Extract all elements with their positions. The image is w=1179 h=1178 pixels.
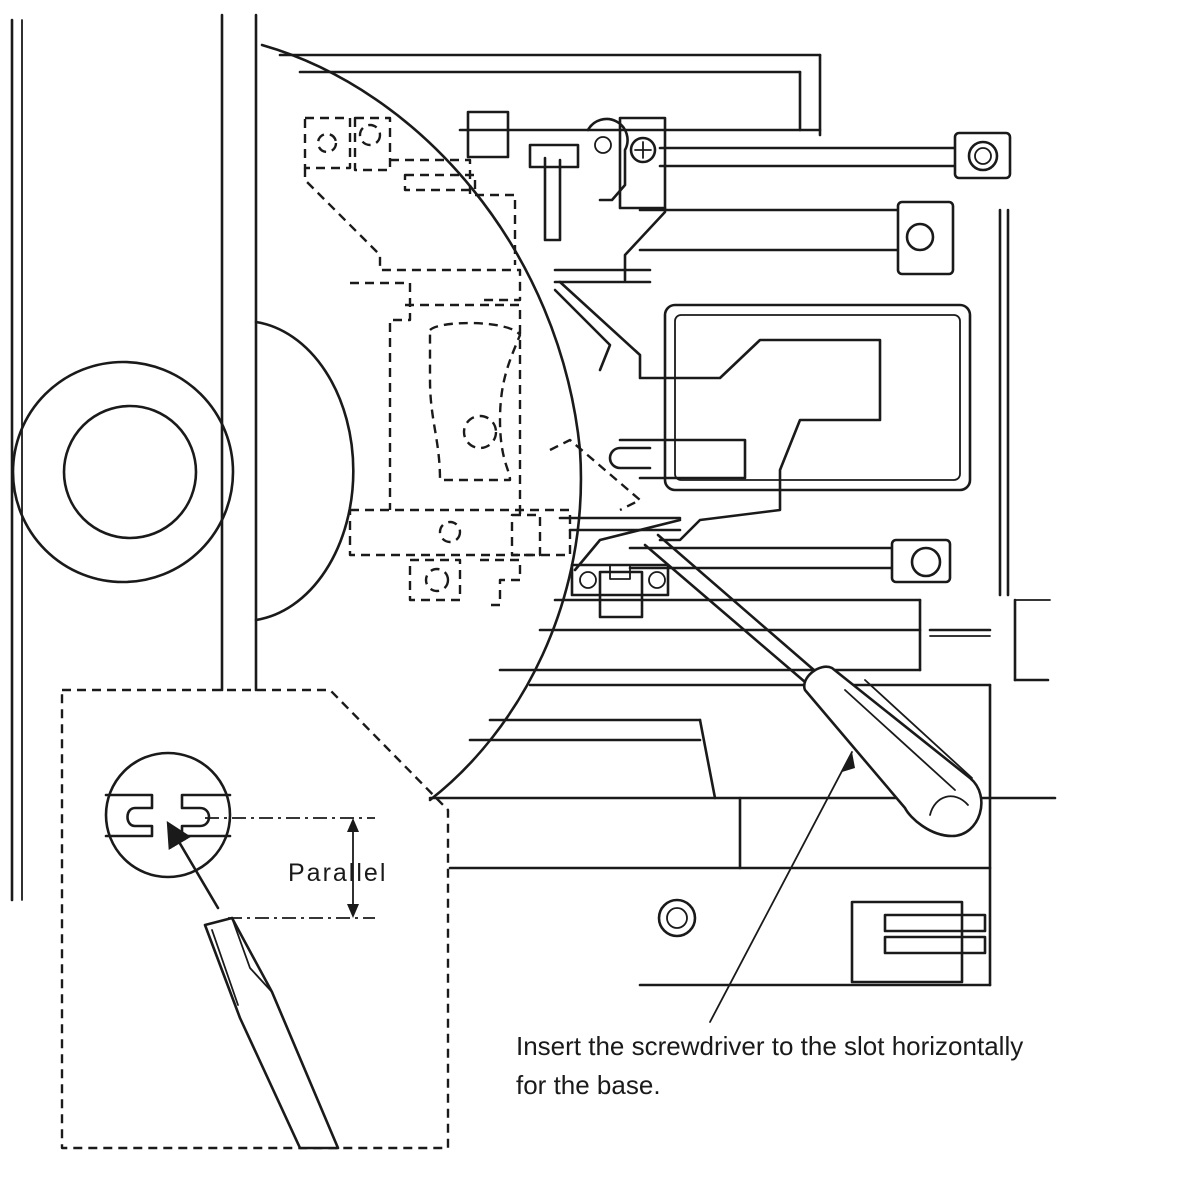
top-bracket [466,110,667,282]
guide-rods [628,131,1012,584]
screwdriver-icon [573,518,983,838]
callout-leader [709,751,853,1023]
instruction-line-2: for the base. [516,1070,661,1100]
top-rails [278,53,822,137]
screw-icon [629,136,657,164]
inset-detail [60,688,450,1150]
right-frame [663,208,1051,682]
lower-bracket [570,563,670,619]
inset-label: Parallel [288,859,387,887]
arrow-icon [842,752,855,772]
lower-chassis [428,598,1057,987]
hidden-mechanism [303,116,642,607]
base-plate-arc [260,43,583,802]
instruction-line-1: Insert the screwdriver to the slot horiz… [516,1031,1023,1061]
left-frame [10,13,258,902]
roller-wheel [11,320,355,622]
slide-lever [553,268,882,542]
